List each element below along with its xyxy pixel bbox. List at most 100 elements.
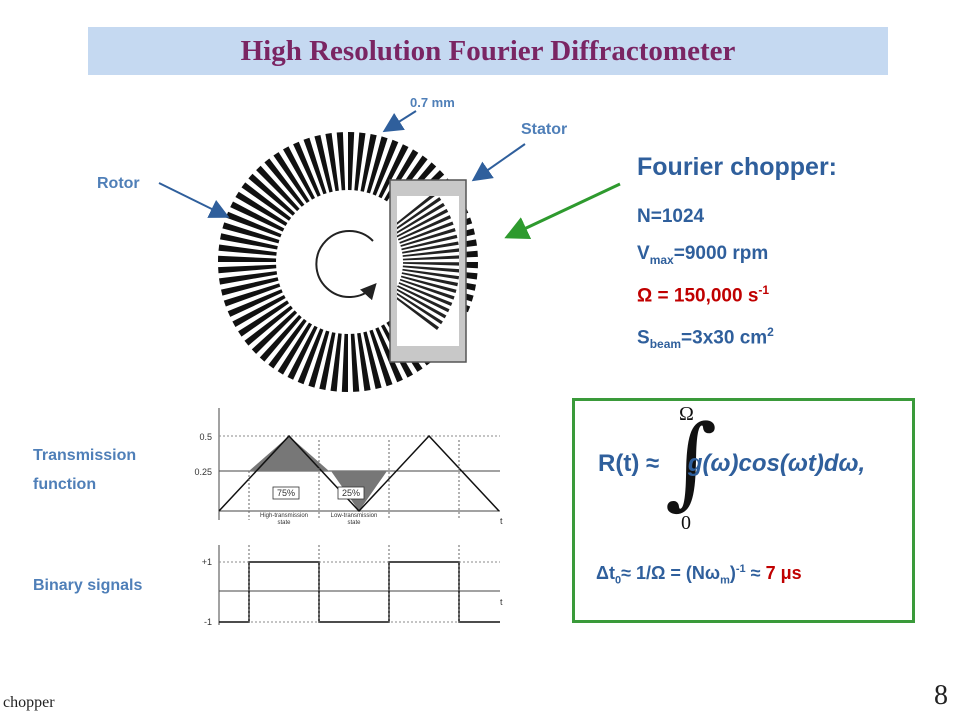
rotor-slit: [259, 314, 302, 362]
formula-main: R(t) ≈ g(ω)cos(ωt)dω,: [598, 450, 865, 478]
stator-label: Stator: [521, 121, 568, 138]
rotor-slit: [360, 134, 377, 192]
rotor-slit: [235, 191, 288, 226]
sig-tick-plus: +1: [202, 557, 212, 567]
t-axis-label: t: [500, 516, 503, 526]
stator-slit: [397, 285, 450, 313]
spec-vmax: Vmax=9000 rpm: [637, 243, 769, 267]
binary-signal-graph: +1 -1 t: [202, 545, 503, 627]
rotor-slit: [325, 133, 339, 192]
integral-sign: ∫: [665, 403, 718, 520]
slit-width-label: 0.7 mm: [410, 95, 455, 110]
rotor-slit: [248, 173, 296, 216]
rotor-slit: [369, 329, 393, 387]
rotor-slit: [341, 333, 348, 392]
chopper-heading: Fourier chopper:: [637, 153, 838, 181]
rotor-slit: [264, 158, 305, 207]
page-number: 8: [934, 680, 948, 711]
rotor-slit: [330, 333, 342, 392]
rotor-slit: [336, 132, 346, 191]
rotor-slit: [244, 305, 293, 346]
rotor-slit: [256, 165, 300, 212]
time-resolution: Δt0≈ 1/Ω = (Nωm)-1 ≈ 7 μs: [596, 563, 802, 587]
stator-slit: [403, 262, 459, 266]
stator-slit: [398, 282, 453, 306]
rotation-arrow: [315, 230, 377, 301]
sig-t-axis-label: t: [500, 597, 503, 607]
rotor-slit: [348, 132, 355, 191]
rotor-slit: [221, 277, 279, 296]
stator-slit: [399, 278, 455, 300]
spec-omega: Ω = 150,000 s-1: [637, 283, 770, 307]
stator-slit: [397, 196, 435, 225]
rotor-slit: [273, 152, 310, 203]
rotor-slit: [375, 327, 403, 383]
rotor-slit: [297, 328, 324, 385]
stator-slit: [402, 241, 459, 254]
stator-slit: [397, 215, 452, 241]
rotor-hub: [278, 192, 418, 332]
high-state-label-1: High-transmission: [260, 513, 308, 519]
rotor-slit: [350, 333, 360, 392]
formula-box: [572, 398, 915, 623]
title-bar: [88, 27, 888, 75]
rotor-slit: [218, 244, 277, 256]
rotor-slit: [308, 330, 330, 388]
rotor-slit: [363, 331, 382, 389]
chopper-arrow: [504, 182, 621, 239]
stator-arrow: [471, 143, 526, 182]
stator-slit: [397, 197, 442, 230]
sig-tick-minus: -1: [204, 617, 212, 627]
rotor-slit: [241, 182, 292, 221]
rotor-slit: [218, 255, 277, 262]
spec-n: N=1024: [637, 206, 705, 227]
rotor-slit: [225, 211, 282, 238]
stator-slit: [397, 202, 445, 234]
stator-slit: [400, 275, 457, 293]
stator-slit: [401, 272, 458, 287]
low-state-label-1: Low-transmission: [331, 513, 378, 519]
stator-slit: [397, 288, 447, 319]
integral-lower-limit: 0: [681, 512, 691, 534]
y-tick-05: 0.5: [199, 432, 212, 442]
pct-low-label: 25%: [342, 488, 360, 498]
stator-slit: [402, 248, 459, 257]
integral-upper-limit: Ω: [679, 403, 694, 425]
rotor-slit: [223, 283, 281, 307]
rotor-slit: [283, 146, 315, 200]
rotor-slit: [219, 271, 278, 285]
stator-slit: [402, 268, 459, 280]
rotor-slit: [378, 144, 409, 199]
rotor-slit: [287, 325, 318, 380]
stator-slits: [397, 196, 459, 330]
formula-lhs: R(t) ≈: [598, 450, 660, 477]
rotor-slit: [251, 310, 298, 354]
spec-sbeam: Sbeam=3x30 cm2: [637, 325, 774, 352]
rotor-slit: [277, 322, 312, 375]
rotor-slit: [354, 132, 366, 191]
footer-text: chopper: [3, 694, 55, 711]
rotor-slit: [232, 295, 286, 327]
stator-slit: [402, 255, 459, 261]
high-state-label-2: state: [277, 520, 291, 526]
rotor-slit: [319, 332, 336, 390]
rotor-slit: [268, 318, 307, 369]
binary-signals-label: Binary signals: [33, 577, 143, 594]
rotor-slit: [218, 264, 277, 274]
rotor-slit: [366, 136, 388, 194]
rotor-arrow: [158, 182, 230, 218]
rotor-slit: [230, 201, 285, 232]
rotor-label: Rotor: [97, 175, 140, 192]
rotor-slit: [220, 233, 278, 250]
rotor-slit: [222, 222, 280, 244]
transmission-label-2: function: [33, 476, 97, 493]
low-state-label-2: state: [347, 520, 361, 526]
y-tick-025: 0.25: [194, 467, 212, 477]
formula-integrand: g(ω)cos(ωt)dω,: [687, 450, 866, 477]
rotor-slit: [372, 139, 399, 196]
stator-slit: [400, 228, 456, 247]
rotor-slit: [303, 137, 327, 195]
stator-slit: [401, 234, 458, 251]
rotor-slit: [238, 300, 289, 337]
slide-title: High Resolution Fourier Diffractometer: [240, 35, 736, 67]
